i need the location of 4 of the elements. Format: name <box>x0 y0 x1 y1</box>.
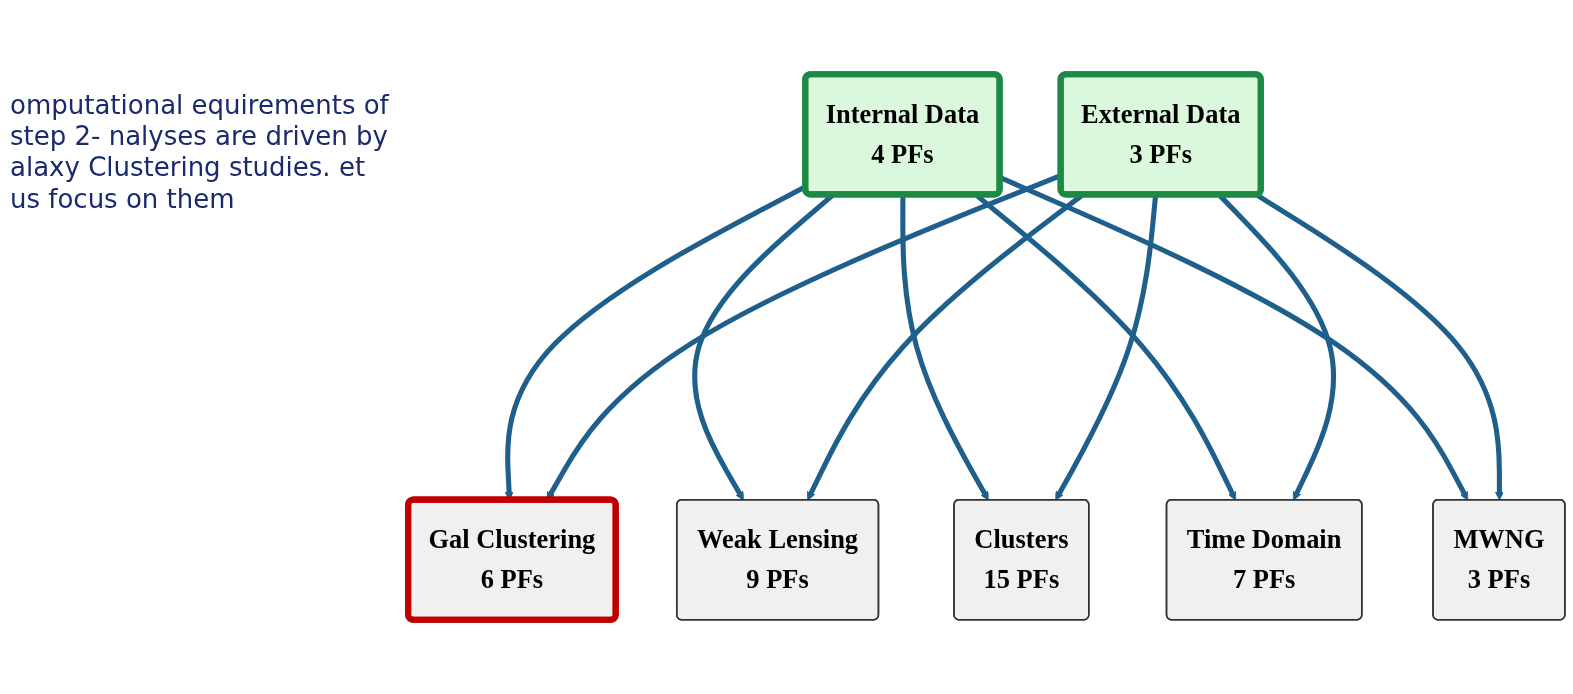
arrow <box>1255 192 1504 501</box>
arrow <box>1055 194 1159 501</box>
note-text: omputational equirements of step 2- nalyses are driven by alaxy Clustering studies. et us focus on them <box>10 90 390 215</box>
arrow <box>900 194 989 501</box>
